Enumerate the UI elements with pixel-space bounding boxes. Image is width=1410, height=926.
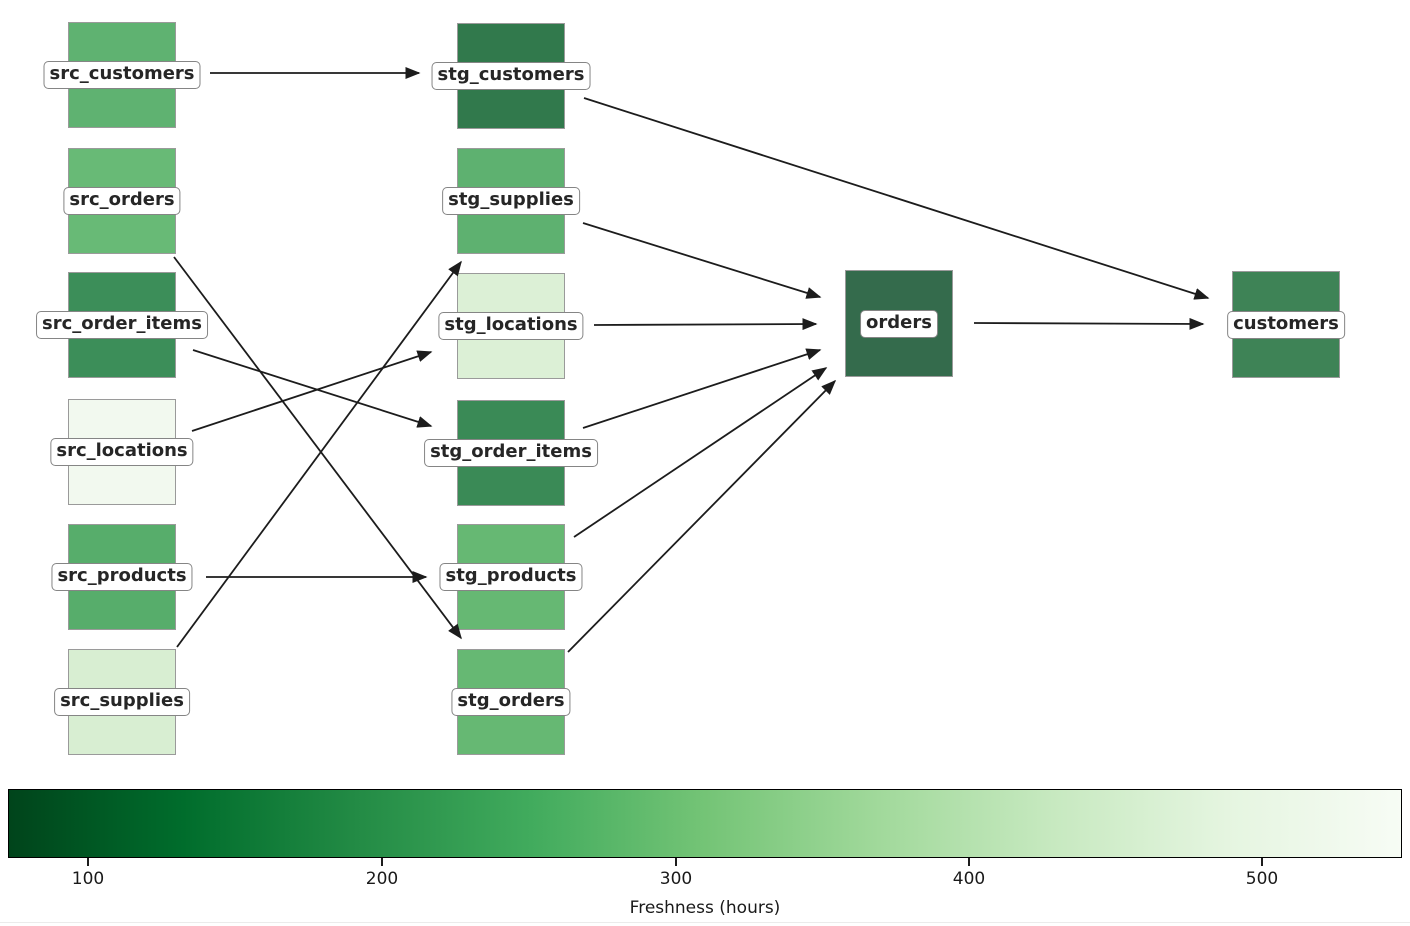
edge-stg_supplies-to-orders <box>582 222 822 299</box>
colorbar-tick-mark-400 <box>968 858 970 866</box>
edge-stg_orders-to-orders <box>567 379 837 653</box>
colorbar-tick-mark-200 <box>381 858 383 866</box>
edge-stg_locations-to-orders <box>593 318 818 331</box>
colorbar-axis-label: Freshness (hours) <box>629 898 781 918</box>
node-label-stg_orders: stg_orders <box>451 688 571 716</box>
edge-src_supplies-to-stg_supplies <box>176 260 462 648</box>
colorbar-tick-mark-100 <box>87 858 89 866</box>
colorbar-tick-label-300: 300 <box>659 869 693 889</box>
colorbar-gradient <box>8 789 1402 858</box>
edge-stg_products-to-orders <box>573 367 828 538</box>
edge-stg_customers-to-customers <box>583 97 1210 300</box>
node-label-stg_supplies: stg_supplies <box>442 187 580 215</box>
colorbar-tick-label-500: 500 <box>1245 869 1279 889</box>
colorbar-tick-mark-500 <box>1261 858 1263 866</box>
colorbar-tick-label-200: 200 <box>365 869 399 889</box>
node-label-orders: orders <box>860 309 938 338</box>
node-label-stg_order_items: stg_order_items <box>424 439 598 467</box>
colorbar-tick-label-100: 100 <box>71 869 105 889</box>
edge-src_orders-to-stg_orders <box>173 256 462 640</box>
node-label-src_locations: src_locations <box>50 438 194 466</box>
edge-src_order_items-to-stg_order_items <box>192 349 433 428</box>
colorbar-tick-label-400: 400 <box>952 869 986 889</box>
node-label-src_order_items: src_order_items <box>36 311 208 339</box>
node-label-src_supplies: src_supplies <box>54 688 190 716</box>
figure-bottom-rule <box>0 922 1410 923</box>
node-label-stg_locations: stg_locations <box>438 312 584 340</box>
node-label-stg_customers: stg_customers <box>431 62 591 90</box>
node-label-src_orders: src_orders <box>63 187 181 215</box>
edge-orders-to-customers <box>973 317 1205 330</box>
node-label-src_customers: src_customers <box>43 61 201 89</box>
edge-src_locations-to-stg_locations <box>191 350 433 432</box>
node-label-stg_products: stg_products <box>439 563 583 591</box>
edge-stg_order_items-to-orders <box>582 348 822 429</box>
node-label-src_products: src_products <box>51 563 193 591</box>
node-label-customers: customers <box>1227 310 1345 339</box>
colorbar-tick-mark-300 <box>675 858 677 866</box>
